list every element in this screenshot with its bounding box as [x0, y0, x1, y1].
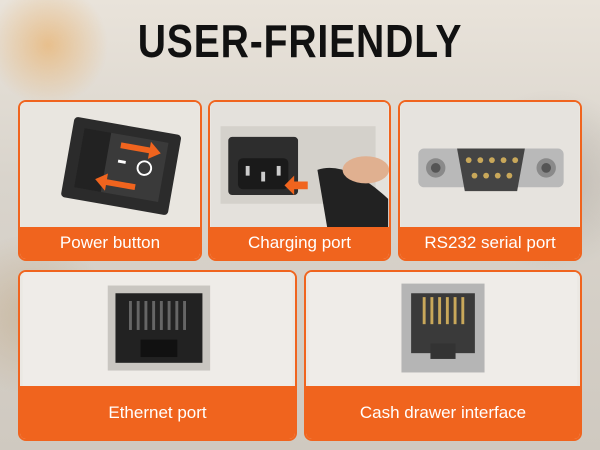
feature-card-cash-drawer-interface: Cash drawer interface [304, 270, 582, 441]
feature-card-charging-port: Charging port [208, 100, 391, 261]
serial-port-icon [400, 102, 580, 227]
power-socket-icon [210, 102, 389, 227]
feature-label: Power button [20, 227, 200, 259]
feature-card-ethernet-port: Ethernet port [18, 270, 297, 441]
power-switch-icon [20, 102, 200, 227]
feature-label: Ethernet port [20, 386, 295, 439]
feature-label: Charging port [210, 227, 389, 259]
ethernet-port-icon [20, 272, 295, 386]
page-title: USER-FRIENDLY [137, 15, 463, 67]
feature-card-power-button: Power button [18, 100, 202, 261]
feature-label: RS232 serial port [400, 227, 580, 259]
feature-card-rs232-serial-port: RS232 serial port [398, 100, 582, 261]
rj11-port-icon [306, 272, 580, 386]
feature-label: Cash drawer interface [306, 386, 580, 439]
